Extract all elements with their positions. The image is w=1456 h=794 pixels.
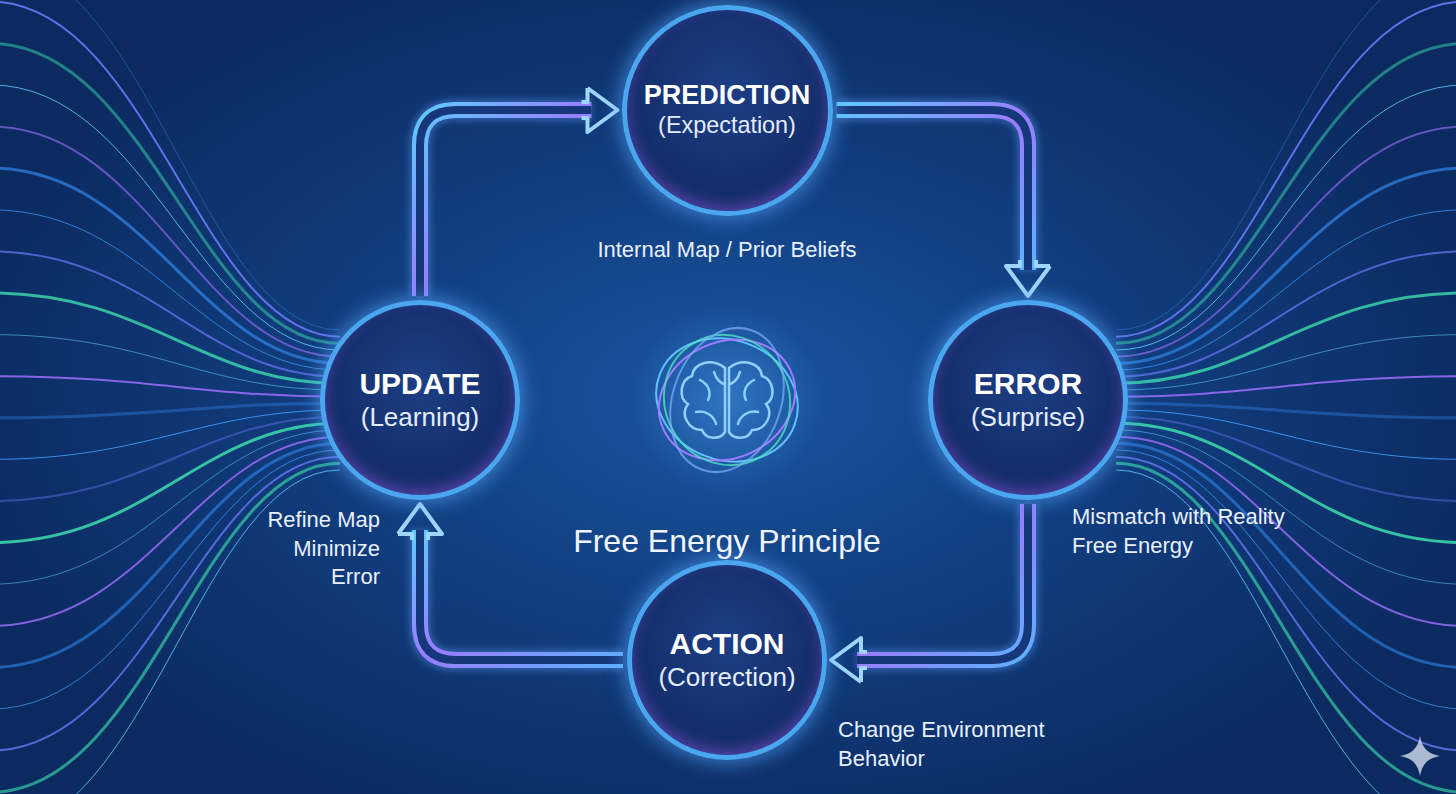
step-note: Change Environment Behavior xyxy=(838,716,1053,773)
cycle-arrow xyxy=(420,88,618,296)
light-streak xyxy=(0,293,340,383)
light-streak xyxy=(1116,410,1456,459)
light-streak xyxy=(0,126,340,356)
light-streak xyxy=(1116,2,1456,337)
process-circle: UPDATE(Learning) xyxy=(320,300,520,500)
light-streak xyxy=(0,410,340,459)
light-streak xyxy=(0,450,340,709)
light-streak xyxy=(0,168,340,363)
light-streak xyxy=(0,85,340,350)
light-streak xyxy=(0,335,340,390)
light-streak xyxy=(0,210,340,370)
process-circle: ACTION(Correction) xyxy=(627,560,827,760)
light-streak xyxy=(1116,437,1456,626)
step-subtitle: (Learning) xyxy=(361,402,480,433)
light-streak xyxy=(0,2,340,337)
cycle-arrow xyxy=(837,110,1051,296)
step-subtitle: (Correction) xyxy=(658,662,795,693)
light-streak xyxy=(1116,251,1456,376)
light-streak xyxy=(0,403,340,417)
step-title: PREDICTION xyxy=(644,80,811,111)
step-title: UPDATE xyxy=(359,367,480,402)
light-streak xyxy=(1116,335,1456,390)
center-caption: Free Energy Principle xyxy=(573,521,881,563)
light-streak xyxy=(1116,85,1456,350)
step-title: ERROR xyxy=(974,367,1082,402)
light-streak xyxy=(1116,457,1456,751)
light-streak xyxy=(0,376,340,396)
process-circle: PREDICTION(Expectation) xyxy=(622,5,833,216)
light-streak xyxy=(1116,403,1456,417)
process-circle: ERROR(Surprise) xyxy=(928,300,1128,500)
light-streak xyxy=(1116,293,1456,383)
step-subtitle: (Surprise) xyxy=(971,402,1085,433)
step-note: Internal Map / Prior Beliefs xyxy=(597,236,856,265)
light-streak xyxy=(1116,210,1456,370)
light-streak xyxy=(1116,168,1456,363)
light-streak xyxy=(0,251,340,376)
light-streak xyxy=(1116,376,1456,396)
step-note: Refine Map Minimize Error xyxy=(250,506,380,592)
light-streak xyxy=(0,457,340,751)
light-streak xyxy=(1116,126,1456,356)
step-subtitle: (Expectation) xyxy=(658,111,796,139)
step-title: ACTION xyxy=(670,627,785,662)
light-streak xyxy=(1116,450,1456,709)
step-note: Mismatch with Reality Free Energy xyxy=(1072,503,1312,560)
